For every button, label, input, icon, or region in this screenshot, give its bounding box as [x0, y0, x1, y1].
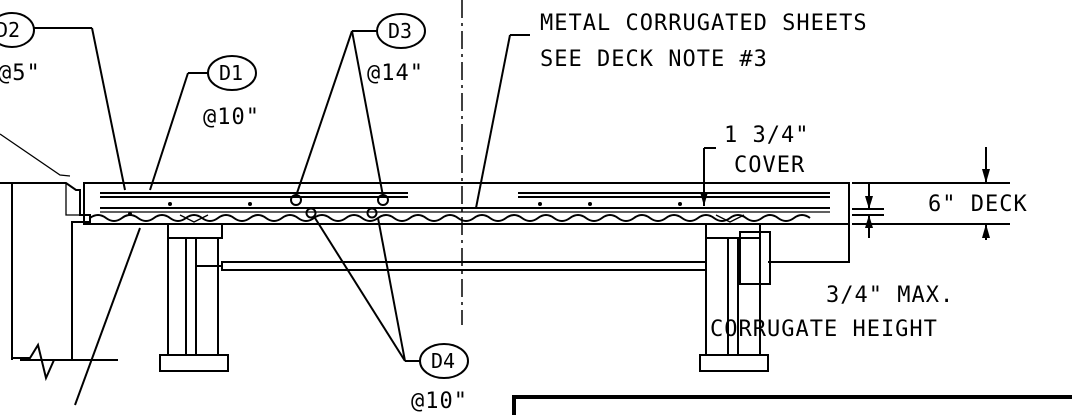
corrugated-metal-sheet: [89, 214, 811, 222]
right-girder: [699, 214, 771, 372]
metal-sheets-leader: [475, 34, 530, 209]
deck-slab: [83, 182, 850, 263]
callout-d1-spacing: @10": [203, 105, 260, 130]
title-block-frame: [512, 395, 1072, 415]
cover-note-line2: COVER: [734, 153, 805, 178]
cover-note-line1: 1 3/4": [724, 123, 809, 148]
callout-d3-tag: D3: [388, 19, 412, 43]
callout-d4: [74, 217, 469, 406]
cover-leader: [700, 147, 716, 206]
rebar-dots: [128, 194, 682, 219]
callout-d3-spacing: @14": [367, 61, 424, 86]
corrugate-note-line2: CORRUGATE HEIGHT: [710, 317, 938, 342]
callout-d4-tag: D4: [431, 349, 455, 373]
callout-d2: [0, 12, 126, 191]
corrugate-note-line1: 3/4" MAX.: [826, 283, 954, 308]
callout-d2-spacing: @5": [0, 61, 41, 86]
callout-d3: [295, 13, 426, 197]
deck-dimension-label: 6" DECK: [928, 192, 1028, 217]
callout-d4-spacing: @10": [411, 389, 468, 414]
callout-d1: [149, 55, 257, 191]
callout-d1-tag: D1: [219, 61, 243, 85]
deck-dimension: [852, 147, 1010, 240]
cross-frame: [196, 261, 707, 271]
metal-sheets-note-line1: METAL CORRUGATED SHEETS: [540, 11, 868, 36]
metal-sheets-note-line2: SEE DECK NOTE #3: [540, 47, 768, 72]
callout-d2-tag: D2: [0, 18, 20, 42]
left-girder: [159, 214, 229, 372]
